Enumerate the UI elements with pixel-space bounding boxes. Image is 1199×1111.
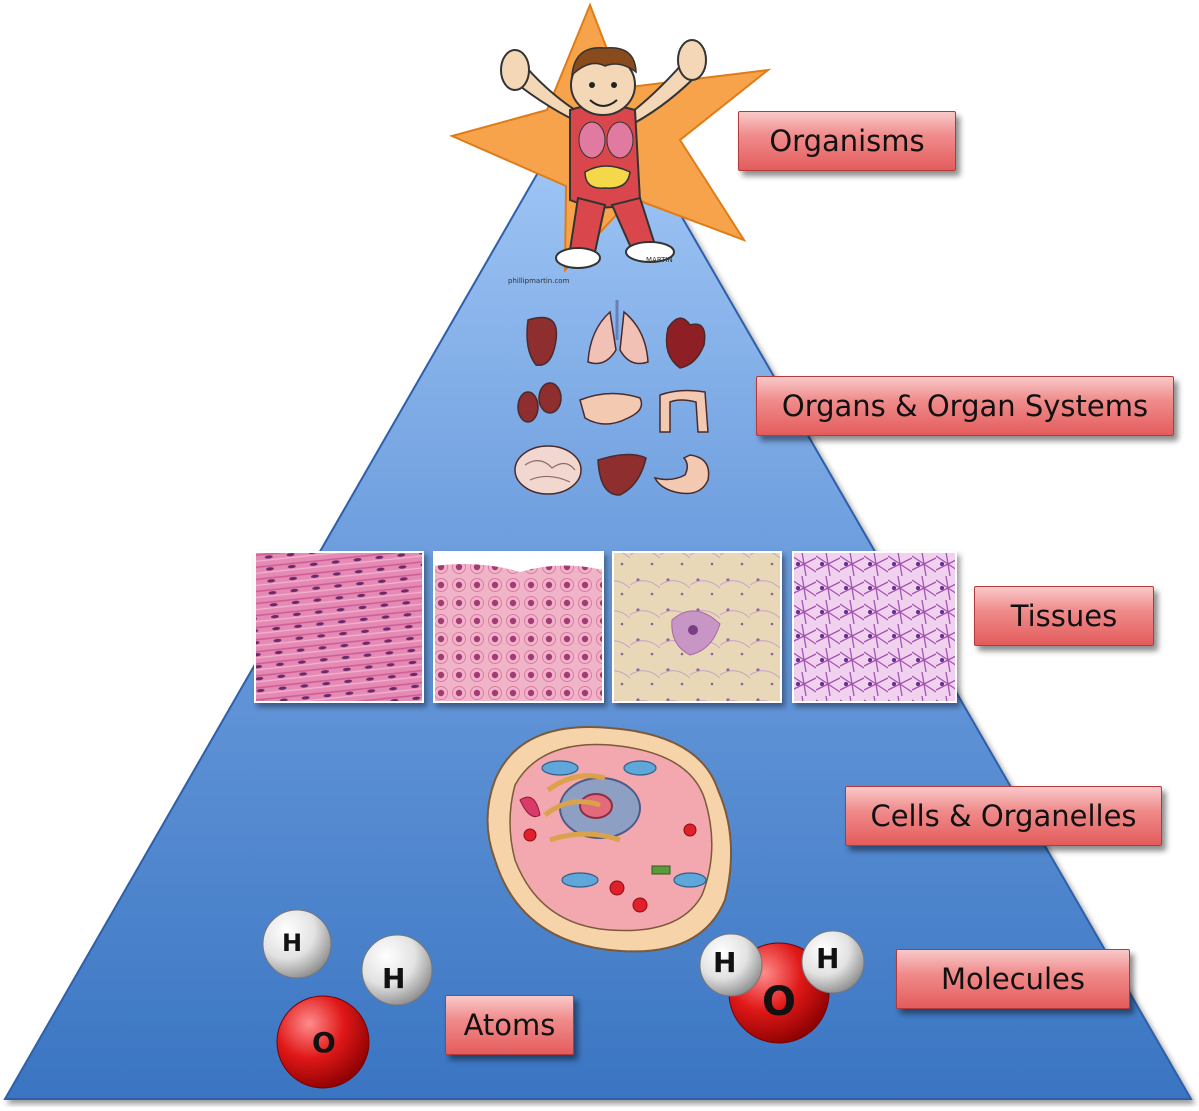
oxygen-atom — [276, 995, 370, 1089]
label-cells-organelles: Cells & Organelles — [845, 786, 1162, 846]
pancreas-icon — [579, 392, 643, 425]
animal-cell-icon — [486, 726, 733, 953]
human-organism-icon: phillipmartin.com MARTIN — [500, 39, 707, 285]
hydrogen-atom-2 — [361, 934, 433, 1006]
hydrogen-symbol-1: H — [282, 929, 302, 957]
muscle-tissue-image — [254, 551, 424, 703]
lungs-icon — [587, 300, 649, 365]
stomach-icon — [653, 454, 710, 495]
tissues-illustrations — [254, 551, 957, 703]
label-molecules: Molecules — [896, 949, 1130, 1009]
spleen-icon — [526, 316, 558, 367]
heart-icon — [665, 317, 706, 369]
hydrogen-atom-1 — [262, 909, 332, 979]
water-molecule-illustration: H H O — [699, 930, 865, 1044]
molecule-oxygen-symbol: O — [762, 979, 796, 1025]
kidneys-icon — [517, 382, 562, 423]
atoms-illustration: H H O — [262, 909, 433, 1089]
liver-icon — [597, 453, 647, 496]
hydrogen-symbol-2: H — [382, 962, 405, 995]
oxygen-symbol: O — [312, 1026, 336, 1059]
clipart-credit: phillipmartin.com — [508, 277, 570, 285]
label-tissues: Tissues — [974, 586, 1154, 646]
brain-icon — [514, 445, 582, 495]
molecule-hydrogen-symbol-1: H — [713, 946, 736, 979]
label-atoms: Atoms — [445, 995, 574, 1055]
epithelial-tissue-image — [433, 551, 604, 703]
connective-tissue-image — [792, 551, 957, 703]
label-organs-organ-systems: Organs & Organ Systems — [756, 376, 1174, 436]
molecule-hydrogen-symbol-2: H — [816, 942, 839, 975]
clipart-signature: MARTIN — [646, 256, 673, 264]
label-organisms: Organisms — [738, 111, 956, 171]
large-intestine-icon — [659, 389, 709, 433]
organs-illustration — [514, 300, 710, 496]
